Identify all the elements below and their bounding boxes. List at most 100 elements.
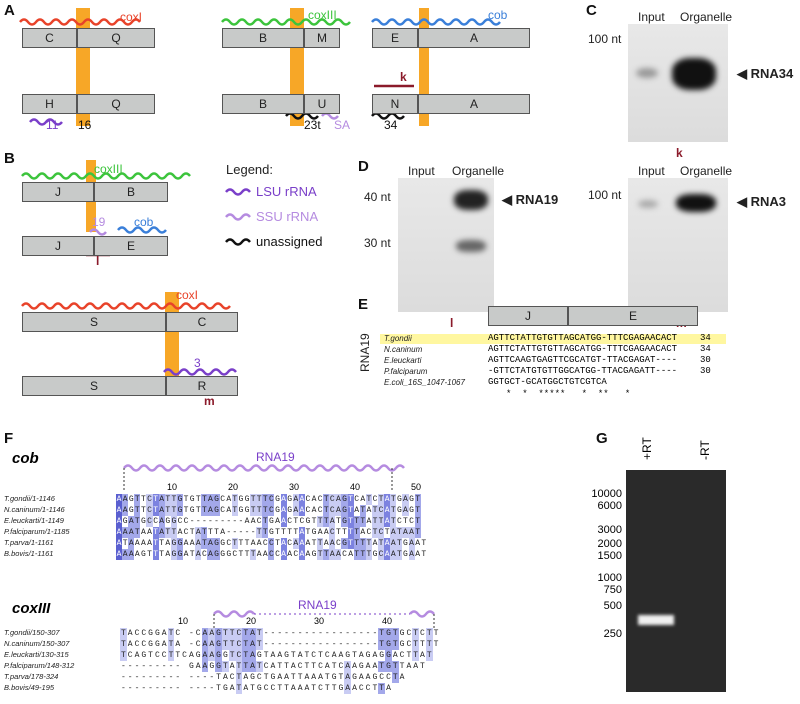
residue: T [371, 683, 379, 694]
residue: - [167, 661, 175, 672]
residue: T [213, 527, 220, 538]
residue: A [390, 527, 397, 538]
residue: C [398, 650, 406, 661]
residue: - [344, 628, 352, 639]
residue: A [364, 672, 372, 683]
residue: A [344, 683, 352, 694]
residue: A [276, 672, 284, 683]
residue: A [134, 538, 141, 549]
sequence-name: T.gondii/150-307 [4, 628, 60, 637]
residue: - [262, 628, 270, 639]
residue: T [323, 494, 330, 505]
residue: T [353, 527, 360, 538]
residue: A [160, 639, 168, 650]
band-label-text: RNA3 [750, 194, 787, 209]
residue: A [128, 516, 135, 527]
residue: - [208, 672, 216, 683]
residue: T [378, 661, 386, 672]
lane-organelle: Organelle [680, 164, 733, 178]
residue: A [384, 538, 391, 549]
residue: A [323, 538, 330, 549]
residue: T [183, 494, 190, 505]
residue: C [231, 549, 238, 560]
residue: T [353, 516, 360, 527]
residue: - [160, 672, 168, 683]
segment-b: B [222, 94, 304, 114]
residue: A [280, 538, 287, 549]
residue: C [201, 549, 208, 560]
residue: A [242, 683, 250, 694]
residue: A [249, 650, 256, 661]
residue: A [116, 538, 123, 549]
residue: T [201, 527, 208, 538]
residue: G [213, 538, 220, 549]
residue: T [152, 494, 159, 505]
residue: T [359, 516, 366, 527]
sequence-name: T.gondii/1-1146 [4, 494, 55, 503]
residue: T [419, 639, 426, 650]
segment-c: C [166, 312, 238, 332]
sequence-text: AGTTCTATTGTGTTAGCATGG-TTTCGAGAACACT [488, 344, 678, 354]
residue: A [269, 661, 277, 672]
residue: T [243, 549, 251, 560]
residue: A [303, 672, 311, 683]
segment-j: J [22, 236, 94, 256]
residue: - [330, 639, 338, 650]
agarose-gel [626, 470, 726, 692]
residue: T [378, 494, 385, 505]
residue: T [335, 527, 342, 538]
residue: C [405, 639, 413, 650]
residue: T [391, 639, 399, 650]
segment-j: J [488, 306, 568, 326]
residue: - [337, 628, 345, 639]
residue: C [219, 494, 226, 505]
residue: C [153, 650, 161, 661]
residue: G [378, 650, 386, 661]
residue: T [341, 527, 348, 538]
residue: A [219, 527, 226, 538]
residue: T [425, 628, 433, 639]
residue: C [310, 650, 318, 661]
residue: G [140, 549, 147, 560]
residue: A [158, 527, 165, 538]
residue: T [311, 516, 318, 527]
residue: T [289, 650, 297, 661]
residue: - [317, 639, 324, 650]
residue: - [120, 661, 127, 672]
residue: G [396, 505, 403, 516]
residue: A [208, 628, 216, 639]
rna-label-34: 34 [384, 118, 398, 132]
residue: G [189, 505, 196, 516]
residue: G [237, 494, 244, 505]
residue: T [396, 527, 403, 538]
residue: G [283, 650, 290, 661]
residue: A [402, 505, 409, 516]
residue: G [194, 650, 202, 661]
residue: T [235, 661, 243, 672]
residue: - [126, 672, 134, 683]
residue: A [195, 538, 202, 549]
residue: - [133, 683, 141, 694]
residue: C [317, 494, 324, 505]
residue: T [353, 549, 360, 560]
residue: T [152, 505, 159, 516]
residue: T [330, 661, 338, 672]
residue: - [208, 683, 216, 694]
residue: C [286, 516, 293, 527]
residue: A [330, 650, 338, 661]
residue: - [195, 516, 202, 527]
residue: T [347, 527, 354, 538]
residue: A [201, 639, 209, 650]
residue: A [398, 672, 406, 683]
residue: T [152, 538, 159, 549]
residue: G [208, 661, 216, 672]
residue: A [140, 527, 147, 538]
residue: A [146, 527, 153, 538]
residue: C [296, 661, 304, 672]
segment-m: M [304, 28, 340, 48]
residue: A [304, 538, 311, 549]
